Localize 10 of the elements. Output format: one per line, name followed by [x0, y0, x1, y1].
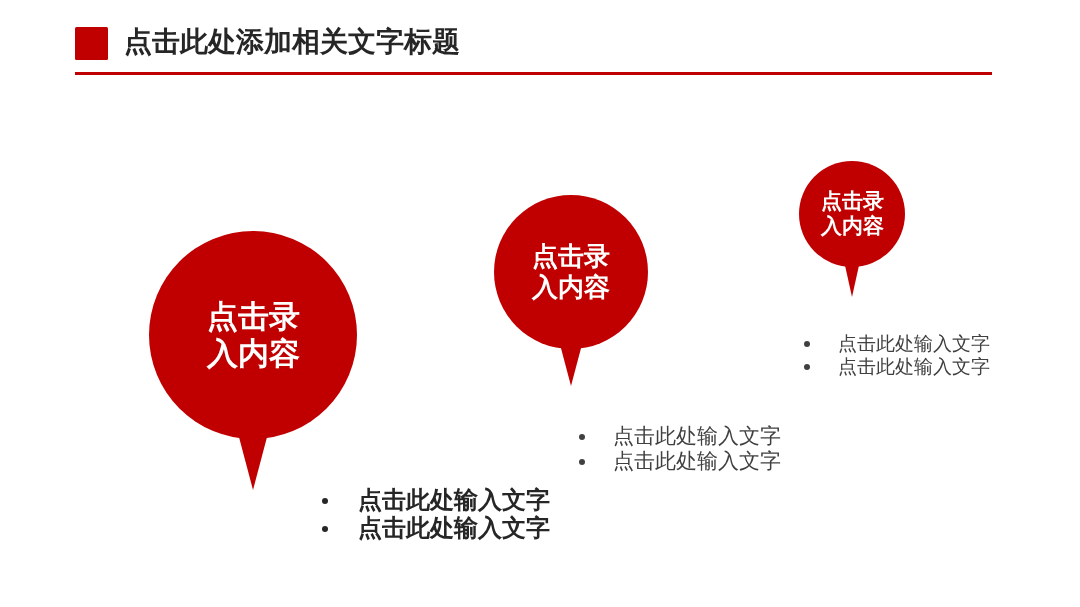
title-text: 点击此处添加相关文字标题 [124, 24, 460, 60]
pin-label: 点击录入内容 [819, 189, 885, 239]
pin-label: 点击录入内容 [531, 241, 611, 303]
pin-label: 点击录入内容 [205, 298, 301, 372]
bullet-text: 点击此处输入文字 [613, 448, 781, 474]
bullet-text: 点击此处输入文字 [613, 423, 781, 449]
bullet-text: 点击此处输入文字 [838, 354, 990, 378]
bullet-text: 点击此处输入文字 [358, 486, 550, 514]
bullet-text: 点击此处输入文字 [358, 514, 550, 542]
bullet-text: 点击此处输入文字 [838, 331, 990, 355]
